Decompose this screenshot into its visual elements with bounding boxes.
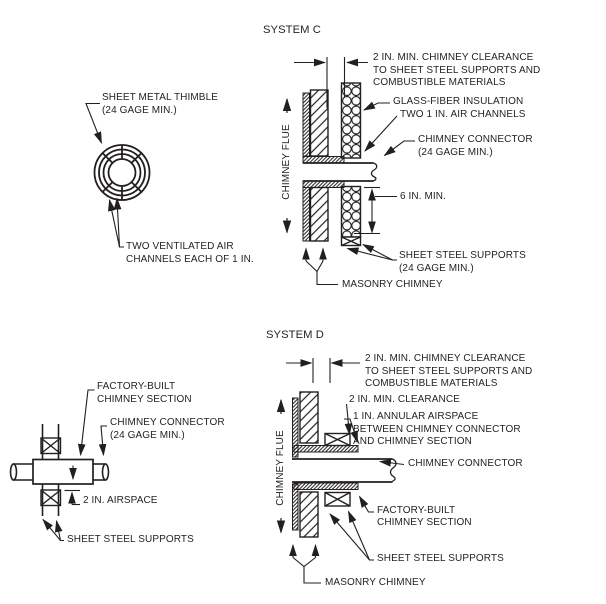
- min-clearance-label: 2 IN. MIN. CLEARANCE: [349, 394, 460, 405]
- thimble-face-detail: [85, 102, 151, 248]
- clearance-label-d: 2 IN. MIN. CHIMNEY CLEARANCE TO SHEET ST…: [365, 353, 533, 389]
- sheet-steel-support-box: [340, 236, 362, 247]
- clearance-label-c: 2 IN. MIN. CHIMNEY CLEARANCE TO SHEET ST…: [373, 52, 541, 88]
- thimble-strips: [302, 156, 345, 188]
- masonry-chimney-bracket: [302, 247, 338, 286]
- masonry-chimney-label-d: MASONRY CHIMNEY: [325, 577, 426, 588]
- clearance-dimension: [286, 358, 360, 383]
- sheet-steel-supports-label-left: SHEET STEEL SUPPORTS: [67, 534, 194, 545]
- chimney-connector-label-left: CHIMNEY CONNECTOR (24 GAGE MIN.): [110, 417, 225, 441]
- sheet-steel-support-box: [40, 437, 62, 507]
- system-d-connector-detail: [9, 389, 110, 542]
- airspace-dimension: [64, 465, 80, 506]
- glass-fiber-insulation-label: GLASS-FIBER INSULATION: [393, 96, 524, 107]
- six-in-min-label: 6 IN. MIN.: [400, 190, 447, 202]
- label-leaders: [346, 101, 415, 261]
- masonry-chimney-label-c: MASONRY CHIMNEY: [342, 279, 443, 290]
- airspace-label: 2 IN. AIRSPACE: [83, 495, 158, 506]
- annular-airspace-label: 1 IN. ANNULAR AIRSPACE BETWEEN CHIMNEY C…: [353, 411, 521, 447]
- flue-liner-hatch: [292, 397, 299, 531]
- air-channels-label-c: TWO 1 IN. AIR CHANNELS: [400, 109, 526, 120]
- system-d-title: SYSTEM D: [266, 328, 324, 341]
- factory-built-section-label-left: FACTORY-BUILT CHIMNEY SECTION: [97, 381, 192, 405]
- chimney-flue-label-d: CHIMNEY FLUE: [274, 430, 286, 506]
- sheet-metal-thimble-label: SHEET METAL THIMBLE (24 GAGE MIN.): [102, 92, 219, 116]
- system-c-section: [282, 57, 415, 286]
- chimney-section-strips: [293, 445, 359, 490]
- chimney-connector-label-c: CHIMNEY CONNECTOR (24 GAGE MIN.): [418, 134, 533, 158]
- masonry-wall-hatch: [309, 89, 329, 242]
- masonry-chimney-bracket: [289, 543, 321, 584]
- masonry-wall-hatch: [299, 391, 319, 538]
- sheet-steel-support-box: [324, 432, 351, 507]
- chimney-connector-pipe: [303, 162, 378, 182]
- ventilated-air-channels-label: TWO VENTILATED AIR CHANNELS EACH OF 1 IN…: [126, 241, 254, 265]
- label-leaders: [42, 389, 107, 542]
- system-c-title: SYSTEM C: [263, 24, 321, 36]
- flue-liner-hatch: [302, 92, 310, 242]
- factory-built-section-body: [32, 458, 94, 485]
- connector-pipes: [9, 458, 110, 485]
- insulation-column: [340, 82, 362, 247]
- label-leaders: [329, 403, 405, 561]
- chimney-connector-pipe: [292, 458, 397, 483]
- system-d-section: [276, 358, 405, 584]
- sheet-steel-supports-label-c: SHEET STEEL SUPPORTS (24 GAGE MIN.): [399, 250, 526, 274]
- chimney-connector-label-d: CHIMNEY CONNECTOR: [408, 457, 523, 469]
- clearance-dimension: [294, 57, 368, 108]
- six-inch-dimension: [354, 186, 397, 235]
- sheet-steel-supports-label-d: SHEET STEEL SUPPORTS: [377, 553, 504, 564]
- thimble-leaders: [85, 102, 124, 248]
- chimney-flue-label-c: CHIMNEY FLUE: [280, 124, 292, 200]
- factory-built-section-label-d: FACTORY-BUILT CHIMNEY SECTION: [377, 504, 472, 529]
- sheet-metal-thimble-rings: [93, 144, 151, 201]
